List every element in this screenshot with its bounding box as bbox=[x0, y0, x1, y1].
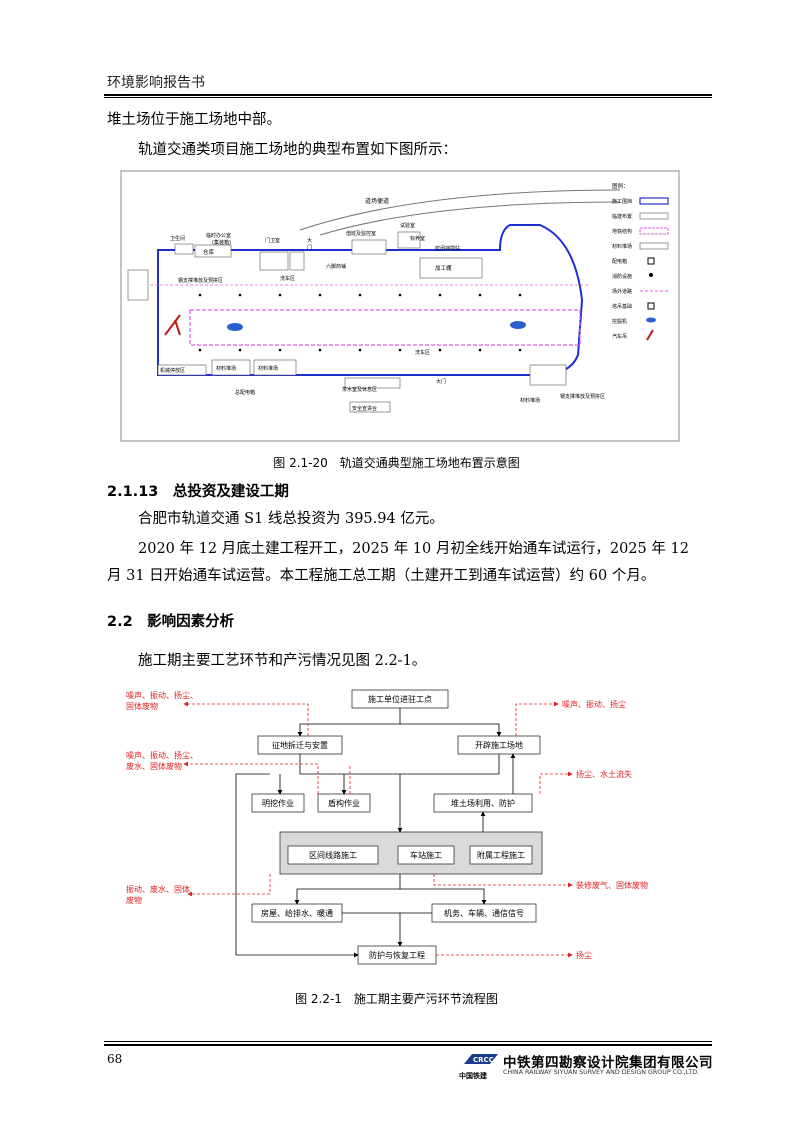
paragraph-investment: 合肥市轨道交通 S1 线总投资为 395.94 亿元。 bbox=[138, 511, 444, 527]
svg-text:仓库: 仓库 bbox=[203, 248, 215, 256]
pollution-label-2b: 废水、固体废物 bbox=[126, 761, 182, 771]
box-section-line: 区间线路施工 bbox=[309, 850, 357, 860]
svg-text:机械停放区: 机械停放区 bbox=[160, 367, 185, 374]
paragraph-flow-intro: 施工期主要工艺环节和产污情况见图 2.2-1。 bbox=[138, 653, 427, 669]
header-title: 环境影响报告书 bbox=[107, 75, 205, 91]
crcc-logo-icon: CRCC bbox=[464, 1054, 498, 1064]
svg-text:六脚商铺: 六脚商铺 bbox=[326, 263, 346, 270]
footer-rule-thin bbox=[104, 1041, 712, 1042]
pollution-label-4: 扬尘、水土流失 bbox=[576, 769, 632, 779]
section-heading-investment: 2.1.13 总投资及建设工期 bbox=[107, 484, 289, 500]
pollution-label-3: 噪声、振动、扬尘 bbox=[562, 699, 626, 709]
svg-text:值班及监控室: 值班及监控室 bbox=[346, 230, 376, 237]
svg-text:试验室: 试验室 bbox=[400, 222, 415, 229]
box-building-utilities: 房屋、给排水、暖通 bbox=[261, 908, 333, 918]
svg-text:密闭拌搅站: 密闭拌搅站 bbox=[435, 245, 460, 252]
svg-text:配电箱: 配电箱 bbox=[612, 258, 627, 265]
box-open-site: 开辟施工场地 bbox=[475, 740, 523, 750]
svg-text:茶水室及休息区: 茶水室及休息区 bbox=[342, 386, 377, 393]
figure-1-caption: 图 2.1-20 轨道交通典型施工场地布置示意图 bbox=[273, 456, 520, 470]
pollution-label-2a: 噪声、振动、扬尘、 bbox=[126, 750, 198, 760]
box-auxiliary: 附属工程施工 bbox=[477, 850, 525, 860]
paragraph-schedule-1: 2020 年 12 月底土建工程开工，2025 年 10 月初全线开始通车试运行… bbox=[138, 541, 689, 557]
svg-text:洗车区: 洗车区 bbox=[415, 349, 430, 356]
svg-text:材料堆场: 材料堆场 bbox=[216, 365, 236, 372]
svg-text:(集装箱): (集装箱) bbox=[212, 239, 231, 246]
svg-text:洗车区: 洗车区 bbox=[280, 275, 295, 282]
header-rule-thin bbox=[104, 97, 712, 98]
box-systems: 机务、车辆、通信信号 bbox=[444, 908, 524, 918]
svg-text:临建布置: 临建布置 bbox=[612, 213, 632, 220]
svg-text:施工围挡: 施工围挡 bbox=[612, 198, 632, 205]
box-shield: 盾构作业 bbox=[328, 798, 360, 808]
pollution-flow-chart: 施工单位进驻工点 征地拆迁与安置 开辟施工场地 明挖作业 盾构作业 堆土场利用、… bbox=[126, 689, 648, 965]
subway-structure bbox=[189, 309, 581, 346]
svg-text:材料堆场: 材料堆场 bbox=[520, 397, 540, 404]
legend-title: 图例： bbox=[612, 182, 629, 190]
section-heading-impact: 2.2 影响因素分析 bbox=[107, 614, 235, 630]
svg-text:卫生间: 卫生间 bbox=[170, 235, 185, 242]
logo-text: 中国铁建 bbox=[459, 1072, 487, 1080]
svg-text:临时办公室: 临时办公室 bbox=[206, 232, 231, 239]
svg-text:材料堆场: 材料堆场 bbox=[612, 243, 632, 250]
pollution-label-5b: 废物 bbox=[126, 895, 142, 905]
pollution-label-1b: 固体废物 bbox=[126, 701, 158, 711]
svg-text:钢支撑堆放及预拼区: 钢支撑堆放及预拼区 bbox=[178, 277, 223, 284]
svg-text:加工棚: 加工棚 bbox=[435, 264, 452, 272]
box-land-acquisition: 征地拆迁与安置 bbox=[272, 740, 328, 750]
svg-text:安全宣讲台: 安全宣讲台 bbox=[352, 405, 377, 412]
svg-text:挖掘机: 挖掘机 bbox=[612, 318, 627, 325]
svg-text:门: 门 bbox=[307, 244, 312, 251]
svg-text:总配电箱: 总配电箱 bbox=[235, 389, 255, 396]
svg-text:大门: 大门 bbox=[436, 378, 446, 385]
svg-text:场外道路: 场外道路 bbox=[612, 288, 632, 295]
page-number: 68 bbox=[107, 1052, 123, 1066]
figure-2-caption: 图 2.2-1 施工期主要产污环节流程图 bbox=[295, 992, 498, 1006]
svg-text:消防设施: 消防设施 bbox=[612, 273, 632, 280]
svg-text:CRCC: CRCC bbox=[473, 1056, 494, 1064]
svg-text:汽车吊: 汽车吊 bbox=[612, 333, 627, 340]
paragraph-soil-yard: 堆土场位于施工场地中部。 bbox=[107, 112, 281, 128]
footer-rule bbox=[104, 1044, 712, 1046]
box-open-cut: 明挖作业 bbox=[262, 798, 294, 808]
svg-text:大: 大 bbox=[307, 237, 312, 244]
box-restoration: 防护与恢复工程 bbox=[369, 950, 425, 960]
box-soil-yard: 堆土场利用、防护 bbox=[451, 798, 515, 808]
pollution-label-5a: 振动、废水、固体 bbox=[126, 884, 190, 894]
svg-text:标养室: 标养室 bbox=[410, 235, 425, 242]
svg-text:材料堆场: 材料堆场 bbox=[258, 365, 278, 372]
pollution-label-1a: 噪声、振动、扬尘、 bbox=[126, 690, 198, 700]
box-station: 车站施工 bbox=[410, 850, 442, 860]
company-name-cn: 中铁第四勘察设计院集团有限公司 bbox=[503, 1055, 713, 1071]
pollution-label-7: 扬尘 bbox=[576, 950, 592, 960]
paragraph-layout-intro: 轨道交通类项目施工场地的典型布置如下图所示： bbox=[138, 142, 457, 158]
box-enter-site: 施工单位进驻工点 bbox=[368, 694, 432, 704]
svg-text:地铁结构: 地铁结构 bbox=[612, 228, 632, 235]
svg-text:道场便道: 道场便道 bbox=[365, 197, 389, 205]
site-layout-diagram: 道场便道 卫生间 仓库 临时办公室 (集装箱) 门卫室 大 门 洗车区 值班及监… bbox=[120, 170, 680, 442]
svg-text:门卫室: 门卫室 bbox=[265, 237, 280, 244]
company-name-en: CHINA RAILWAY SIYUAN SURVEY AND DESIGN G… bbox=[503, 1069, 700, 1076]
svg-text:塔吊基础: 塔吊基础 bbox=[612, 303, 632, 310]
header-rule bbox=[104, 94, 712, 96]
svg-text:钢支撑堆放及预拼区: 钢支撑堆放及预拼区 bbox=[560, 393, 605, 400]
paragraph-schedule-2: 月 31 日开始通车试运营。本工程施工总工期（土建开工到通车试运营）约 60 个… bbox=[107, 568, 656, 584]
pollution-label-6: 装修废气、固体废物 bbox=[576, 880, 648, 890]
